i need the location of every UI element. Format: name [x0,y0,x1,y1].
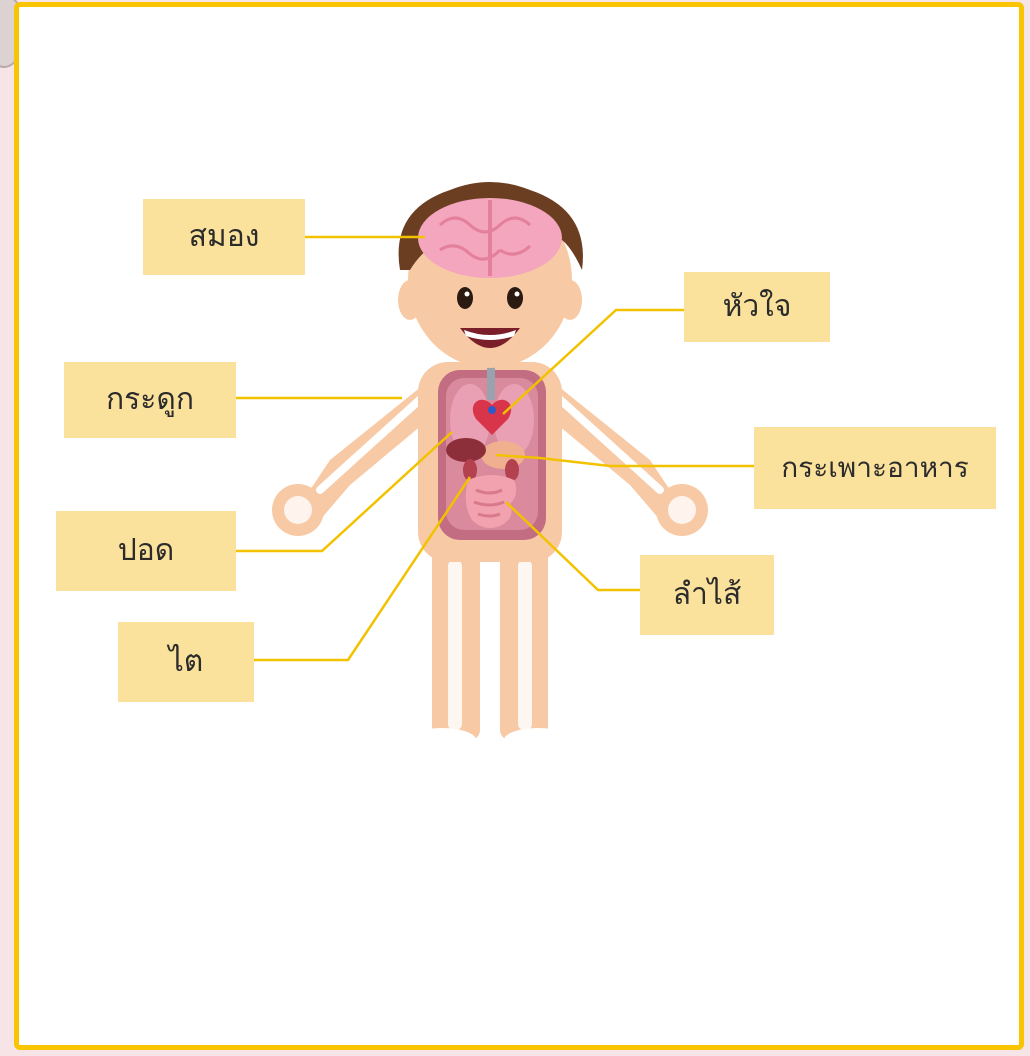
legs [408,540,572,752]
label-intestine: ลำไส้ [640,555,774,635]
label-intestine-text: ลำไส้ [673,580,742,610]
torso [418,360,562,562]
label-brain-text: สมอง [189,222,260,252]
label-kidney-text: ไต [169,647,204,677]
label-kidney: ไต [118,622,254,702]
label-heart-text: หัวใจ [723,292,792,322]
head [398,182,583,368]
label-lung-text: ปอด [118,536,175,566]
label-bone: กระดูก [64,362,236,438]
label-stomach-text: กระเพาะอาหาร [781,454,969,482]
label-bone-text: กระดูก [106,385,194,415]
label-lung: ปอด [56,511,236,591]
label-brain: สมอง [143,199,305,275]
label-heart: หัวใจ [684,272,830,342]
label-stomach: กระเพาะอาหาร [754,427,996,509]
